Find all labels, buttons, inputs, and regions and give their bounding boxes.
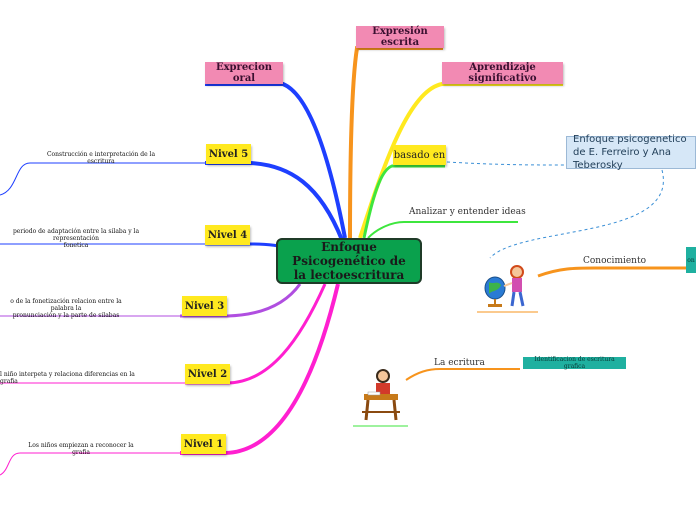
branch-nivel1 (180, 283, 340, 455)
nivel-4-desc-line1: periodo de adaptación entre la silaba y … (12, 228, 140, 242)
topic-aprendizaje-significativo[interactable]: Aprendizaje significativo (442, 62, 563, 84)
line-nivel5-desc (0, 162, 205, 196)
topic-label: Aprendizaje significativo (468, 62, 537, 84)
nivel-4-desc: periodo de adaptación entre la silaba y … (0, 228, 152, 249)
conocimiento-box-label: on (687, 256, 695, 264)
globe-girl-icon (484, 265, 525, 307)
nivel-label: Nivel 4 (207, 229, 248, 241)
nivel-label: Nivel 2 (187, 368, 228, 380)
nivel-2-desc: l niño interpeta y relaciona diferencias… (0, 371, 135, 385)
line-nivel1-desc (0, 452, 180, 476)
topic-label: Expresión escrita (372, 26, 428, 48)
nivel-5[interactable]: Nivel 5 (206, 144, 251, 164)
nivel-4-desc-line2: fonetica (63, 242, 89, 249)
branch-nivel2 (185, 283, 327, 385)
nivel-label: Nivel 5 (208, 148, 249, 160)
nivel-label: Nivel 3 (184, 300, 225, 312)
branch-analizar (367, 221, 518, 239)
boy-writing-icon (362, 369, 400, 421)
nivel-3-desc-line1: o de la fonetización relacion entre la p… (10, 298, 122, 312)
subtopic-conocimiento[interactable]: Conocimiento (583, 256, 647, 266)
nivel-3-desc-line2: pronunciación y la parte de silabas (12, 312, 120, 319)
topic-label: Exprecion oral (215, 62, 273, 84)
branch-expresion-escrita (348, 46, 443, 239)
branch-conocimiento (537, 266, 686, 278)
nivel-3[interactable]: Nivel 3 (182, 296, 227, 316)
branch-nivel5 (205, 161, 344, 241)
nivel-4[interactable]: Nivel 4 (205, 225, 250, 245)
nivel-5-desc: Construcción e interpretación de la escr… (46, 151, 156, 165)
nivel-3-desc: o de la fonetización relacion entre la p… (0, 298, 132, 319)
subtopic-enfoque-psicogenetico[interactable]: Enfoque psicogenetico de E. Ferreiro y A… (566, 134, 696, 171)
subtopic-label: Enfoque psicogenetico de E. Ferreiro y A… (573, 134, 687, 171)
subtopic-label: basado en (393, 149, 446, 161)
nivel-1-desc: Los niños empiezan a reconocer la grafia (28, 442, 134, 456)
central-topic-label: Enfoque Psicogenético de la lectoescritu… (292, 240, 406, 282)
relation-basado-enfoque (446, 161, 567, 166)
subtopic-analizar[interactable]: Analizar y entender ideas (409, 207, 526, 217)
topic-expresion-escrita[interactable]: Expresión escrita (356, 26, 444, 48)
branch-exprecion-oral (205, 82, 347, 239)
central-topic[interactable]: Enfoque Psicogenético de la lectoescritu… (276, 238, 422, 284)
nivel-2[interactable]: Nivel 2 (185, 364, 230, 384)
nivel-label: Nivel 1 (183, 438, 224, 450)
subtopic-basado-en[interactable]: basado en (393, 145, 446, 165)
nivel-1[interactable]: Nivel 1 (181, 434, 226, 454)
topic-exprecion-oral[interactable]: Exprecion oral (205, 62, 283, 84)
conocimiento-box[interactable]: on (686, 247, 696, 273)
branch-basado-en (362, 164, 445, 239)
subtopic-la-ecritura[interactable]: La ecritura (434, 358, 485, 368)
subtopic-identificacion[interactable]: Identificacion de escritura grafica (523, 356, 626, 370)
subtopic-label: Identificacion de escritura grafica (534, 356, 615, 370)
branch-la-ecritura (405, 368, 520, 381)
branch-nivel3 (180, 283, 302, 318)
